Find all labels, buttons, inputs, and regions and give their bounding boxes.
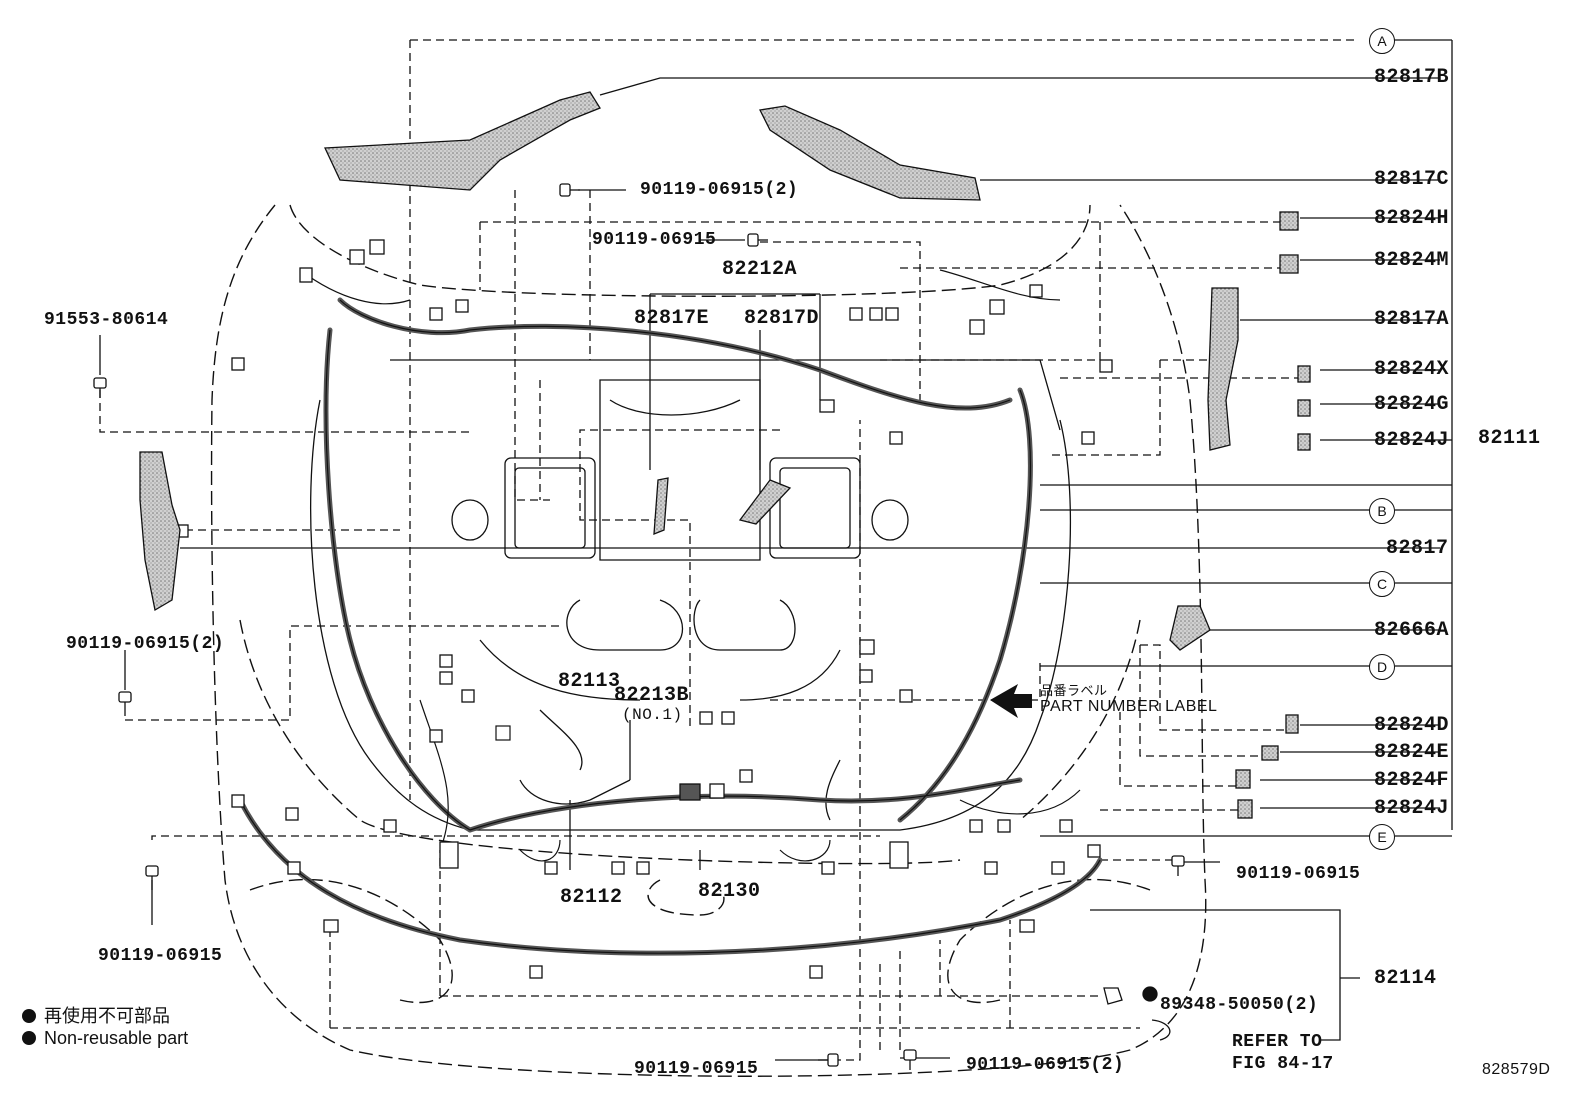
clip-82666A <box>1169 605 1211 651</box>
callout-D: D <box>1369 654 1395 680</box>
legend-dot-icon <box>22 1031 36 1045</box>
part-82824E: 82824E <box>1374 741 1450 764</box>
part-82817C: 82817C <box>1374 168 1450 191</box>
part-82113: 82113 <box>558 670 621 693</box>
part-82212A: 82212A <box>722 258 798 281</box>
legend-dot-icon <box>22 1009 36 1023</box>
protector-82817C <box>759 105 981 201</box>
bolt-label-bottom1: 90119-06915 <box>634 1059 759 1079</box>
part-82213B-sub: (NO.1) <box>622 706 683 724</box>
figure-id: 828579D <box>1482 1061 1551 1078</box>
part-number-label-jp: 品番ラベル <box>1040 683 1108 698</box>
part-82817B: 82817B <box>1374 66 1450 89</box>
refer-to-line2: FIG 84-17 <box>1232 1054 1334 1074</box>
callout-C: C <box>1369 571 1395 597</box>
protector-82817-left <box>139 451 181 612</box>
part-82114: 82114 <box>1374 967 1437 990</box>
legend-en: Non-reusable part <box>22 1028 188 1049</box>
legend-jp: 再使用不可部品 <box>22 1002 170 1028</box>
bolt-label-top1: 90119-06915(2) <box>640 180 799 200</box>
part-82824D: 82824D <box>1374 714 1450 737</box>
refer-to-line1: REFER TO <box>1232 1032 1323 1052</box>
bolt-label-top2: 90119-06915 <box>592 230 717 250</box>
part-82817E: 82817E <box>634 307 710 330</box>
part-82824F: 82824F <box>1374 769 1450 792</box>
part-82213B: 82213B <box>614 684 690 707</box>
bolt-label-bottom2: 90119-06915(2) <box>966 1055 1125 1075</box>
part-82666A: 82666A <box>1374 619 1450 642</box>
callout-A: A <box>1369 28 1395 54</box>
clip-label: 89348-50050(2) <box>1160 995 1319 1015</box>
bolt-label-left3: 90119-06915 <box>98 946 223 966</box>
bolt-label-right: 90119-06915 <box>1236 864 1361 884</box>
part-number-label-en: PART NUMBER LABEL <box>1040 698 1218 715</box>
part-82824G: 82824G <box>1374 393 1450 416</box>
part-82130: 82130 <box>698 880 761 903</box>
callout-B: B <box>1369 498 1395 524</box>
part-82824J-top: 82824J <box>1374 429 1450 452</box>
part-82824X: 82824X <box>1374 358 1450 381</box>
legend-en-text: Non-reusable part <box>44 1028 189 1048</box>
legend-jp-text: 再使用不可部品 <box>44 1006 170 1026</box>
protector-82817B <box>324 91 601 191</box>
bolt-icon <box>93 183 1185 1070</box>
part-82824J-bottom: 82824J <box>1374 797 1450 820</box>
bolt-label-left2: 90119-06915(2) <box>66 634 225 654</box>
part-82824M: 82824M <box>1374 249 1450 272</box>
arrow-icon <box>990 684 1032 718</box>
part-82112: 82112 <box>560 886 623 909</box>
part-82111: 82111 <box>1478 427 1541 450</box>
protector-82817A <box>1207 287 1239 451</box>
part-82824H: 82824H <box>1374 207 1450 230</box>
part-82817: 82817 <box>1386 537 1449 560</box>
bolt-label-left1: 91553-80614 <box>44 310 169 330</box>
part-82817D: 82817D <box>744 307 820 330</box>
part-82817A: 82817A <box>1374 308 1450 331</box>
callout-E: E <box>1369 824 1395 850</box>
